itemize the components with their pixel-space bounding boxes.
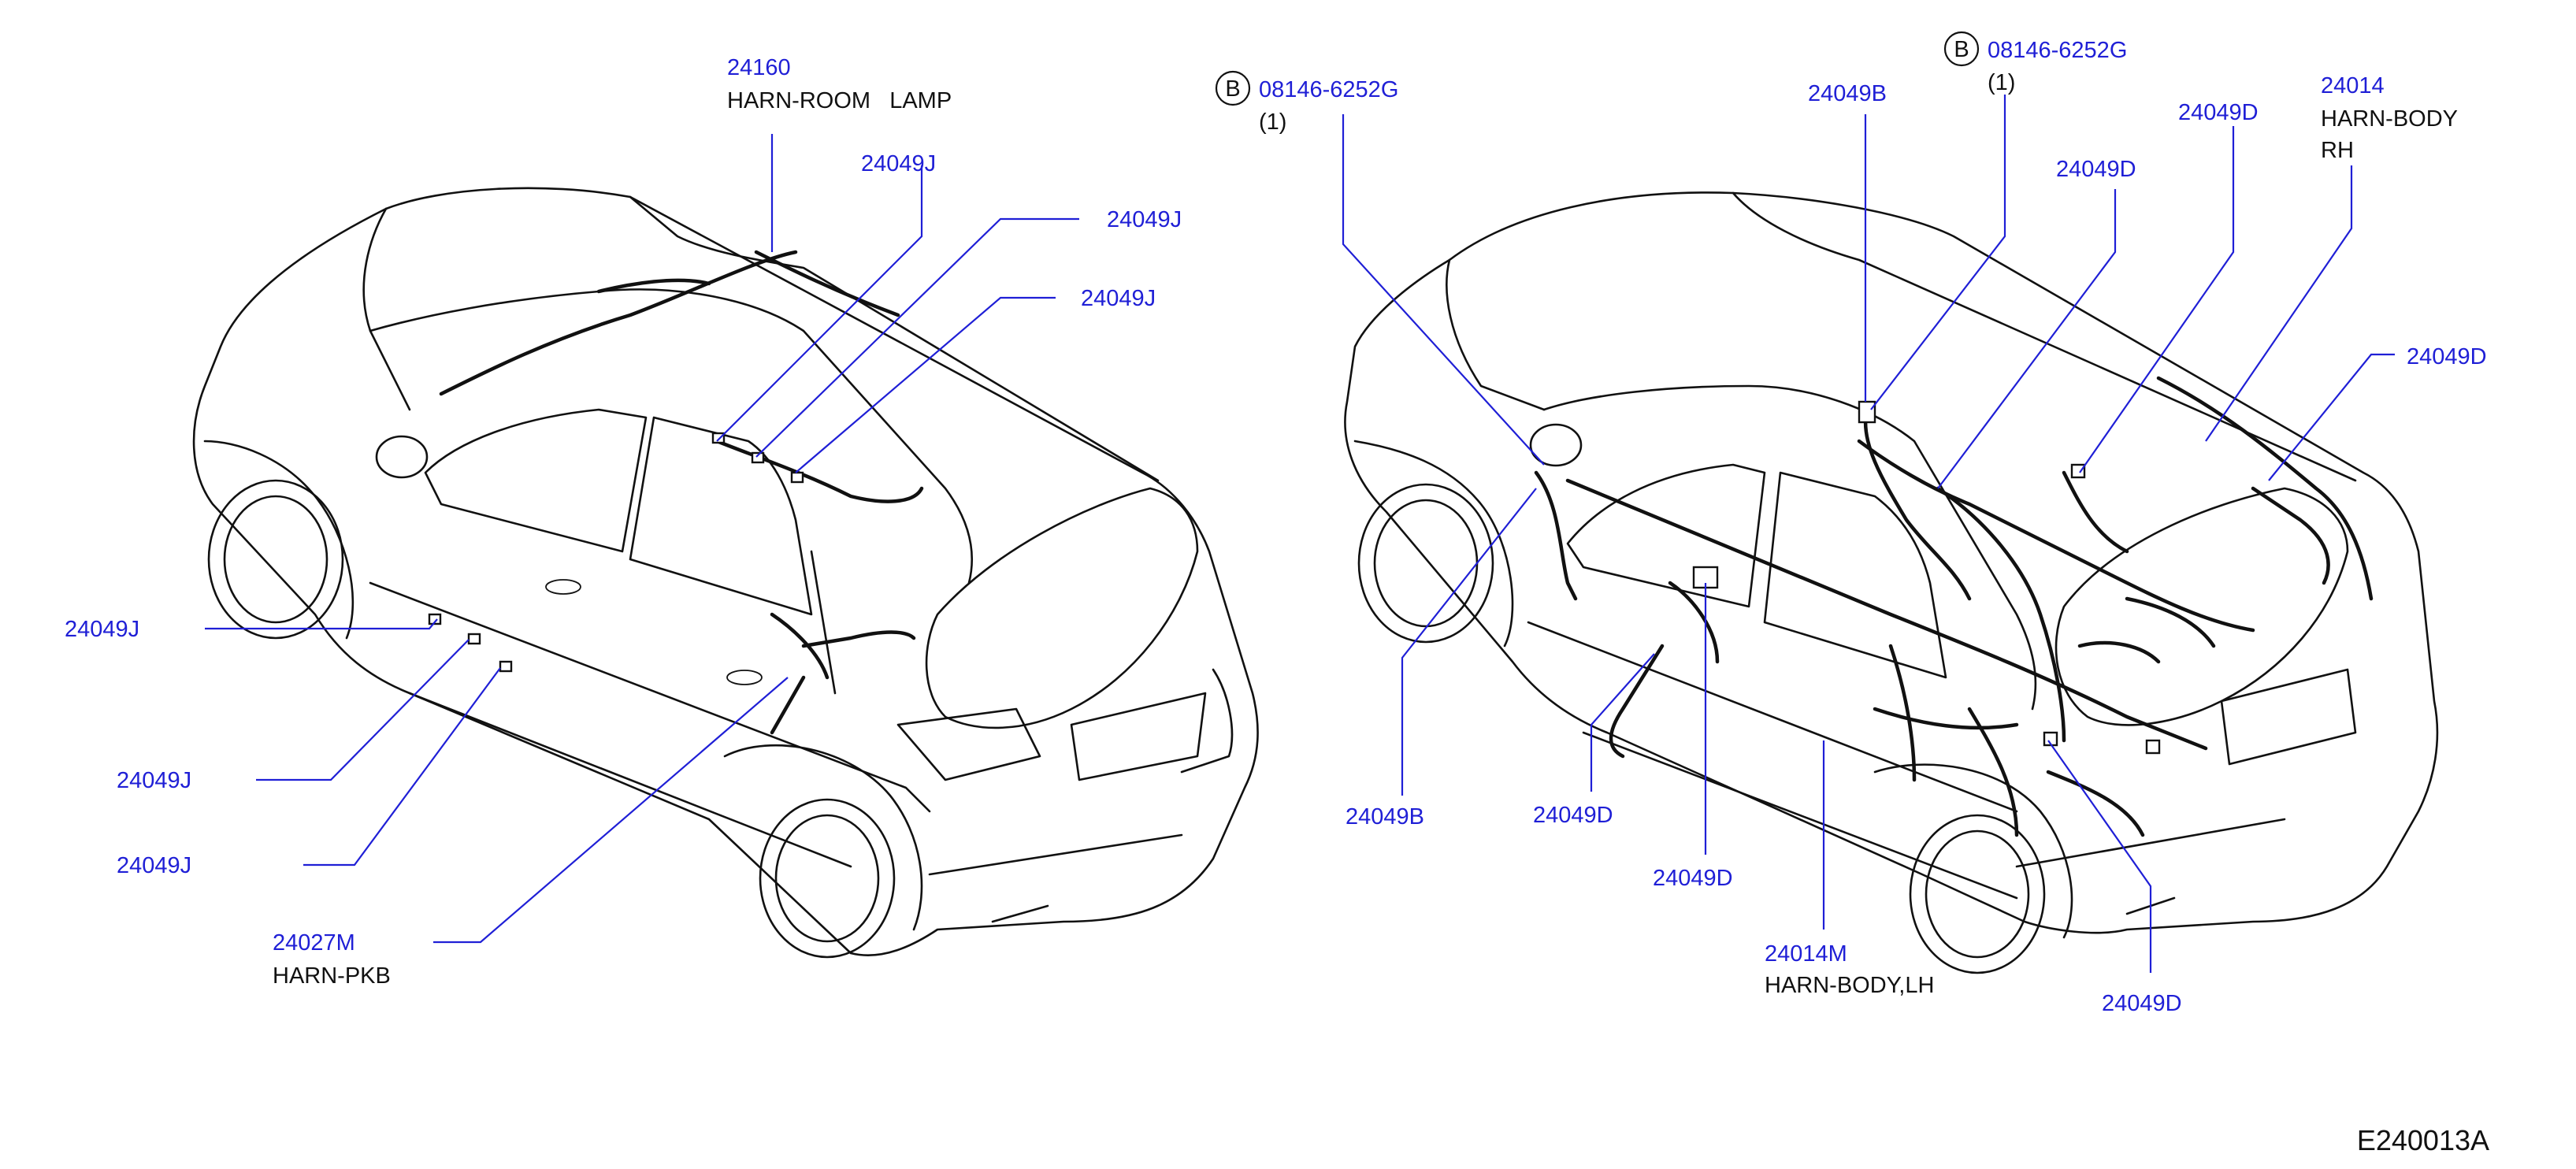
part-number: 24049D bbox=[2178, 100, 2259, 125]
bolt-callout-left: B 08146-6252G (1) bbox=[1215, 70, 1398, 135]
part-number: 24049D bbox=[1533, 803, 1613, 828]
callout-24049J-a: 24049J bbox=[861, 151, 936, 176]
callout-24014: 24014 HARN-BODY RH bbox=[2321, 73, 2458, 163]
callout-24049D-bottom-left: 24049D bbox=[1533, 803, 1613, 828]
bolt-marker: B bbox=[1954, 37, 1969, 62]
bolt-marker-circle bbox=[1215, 70, 1251, 106]
part-number: 08146-6252G bbox=[1988, 38, 2127, 63]
part-number: 24014M bbox=[1765, 941, 1847, 967]
bolt-callout-right: B 08146-6252G (1) bbox=[1943, 31, 2127, 95]
part-name: RH bbox=[2321, 138, 2354, 163]
part-number: 24049J bbox=[117, 768, 191, 793]
bolt-marker: B bbox=[1225, 76, 1240, 102]
part-name: HARN-ROOM LAMP bbox=[727, 88, 952, 113]
part-number: 24049D bbox=[1653, 866, 1733, 891]
callout-24049J-d: 24049J bbox=[65, 617, 139, 642]
part-number: 24049B bbox=[1346, 804, 1424, 829]
callout-24027M: 24027M HARN-PKB bbox=[273, 930, 391, 989]
quantity: (1) bbox=[1259, 109, 1286, 135]
part-number: 24049J bbox=[1081, 286, 1156, 311]
callout-24049D-top-mid: 24049D bbox=[2056, 157, 2136, 182]
callout-24049J-e: 24049J bbox=[117, 768, 191, 793]
part-name: HARN-BODY bbox=[2321, 106, 2458, 132]
leader-lines bbox=[205, 95, 2395, 973]
callout-24049D-far-right: 24049D bbox=[2407, 344, 2487, 369]
part-number: 24160 bbox=[727, 55, 791, 80]
part-number: 24049J bbox=[861, 151, 936, 176]
figure-id: E240013A bbox=[2357, 1124, 2489, 1156]
right-vehicle-illustration bbox=[1344, 191, 2439, 974]
part-number: 24049J bbox=[117, 853, 191, 878]
bolt-marker-circle bbox=[1943, 31, 1980, 67]
part-name: HARN-PKB bbox=[273, 963, 391, 989]
callout-24049D-bottom-mid: 24049D bbox=[1653, 866, 1733, 891]
callout-24049B-top: 24049B bbox=[1808, 81, 1887, 106]
callout-24014M: 24014M HARN-BODY,LH bbox=[1765, 941, 1934, 998]
left-vehicle-illustration bbox=[192, 187, 1259, 959]
part-number: 24049D bbox=[2407, 344, 2487, 369]
part-number: 24049J bbox=[65, 617, 139, 642]
part-number: 24027M bbox=[273, 930, 355, 956]
part-number: 24049D bbox=[2102, 991, 2182, 1016]
part-name: HARN-BODY,LH bbox=[1765, 973, 1934, 998]
callout-24049D-bottom-right: 24049D bbox=[2102, 991, 2182, 1016]
callout-24049B-bottom: 24049B bbox=[1346, 804, 1424, 829]
callout-24160: 24160 HARN-ROOM LAMP bbox=[727, 55, 952, 113]
callout-24049J-b: 24049J bbox=[1107, 207, 1182, 232]
callout-24049J-c: 24049J bbox=[1081, 286, 1156, 311]
part-number: 24014 bbox=[2321, 73, 2385, 98]
part-number: 24049B bbox=[1808, 81, 1887, 106]
quantity: (1) bbox=[1988, 70, 2015, 95]
callout-24049D-top-right: 24049D bbox=[2178, 100, 2259, 125]
part-number: 24049J bbox=[1107, 207, 1182, 232]
callout-24049J-f: 24049J bbox=[117, 853, 191, 878]
part-number: 08146-6252G bbox=[1259, 77, 1398, 102]
part-number: 24049D bbox=[2056, 157, 2136, 182]
